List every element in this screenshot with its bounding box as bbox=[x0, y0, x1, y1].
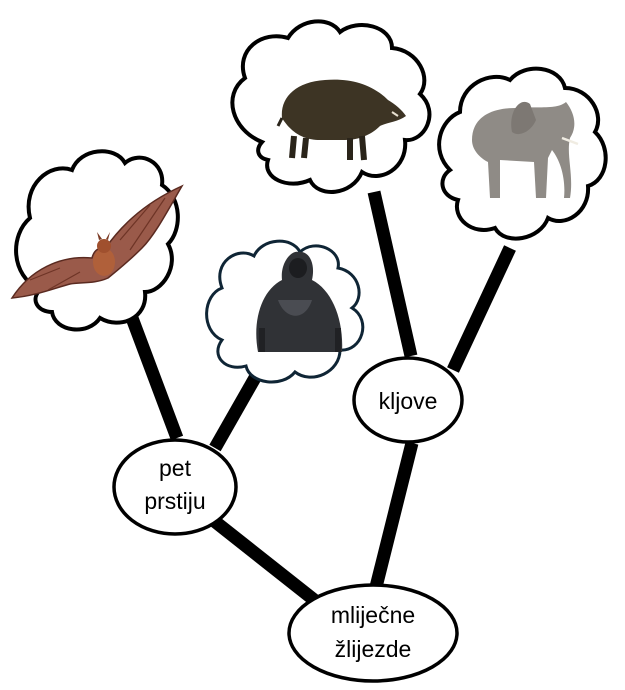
branches bbox=[125, 190, 516, 609]
elephant-cloud bbox=[437, 66, 608, 241]
node-pet-prstiju: pet prstiju bbox=[112, 438, 238, 536]
node-pet-prstiju-line2: prstiju bbox=[144, 488, 205, 514]
bat-cloud bbox=[10, 149, 184, 332]
branch-right-boar bbox=[367, 190, 418, 358]
branch-root-right bbox=[367, 441, 419, 597]
elephant-image bbox=[472, 101, 579, 198]
node-kljove: kljove bbox=[352, 356, 464, 444]
node-pet-prstiju-line1: pet bbox=[159, 455, 192, 481]
gorilla-cloud bbox=[205, 239, 365, 384]
boar-cloud bbox=[230, 19, 432, 194]
branch-root-left bbox=[208, 514, 323, 609]
node-kljove-label: kljove bbox=[379, 388, 438, 414]
node-root-line1: mliječne bbox=[331, 602, 415, 628]
branch-right-elephant bbox=[447, 245, 516, 373]
boar-image bbox=[276, 79, 406, 161]
branch-left-bat bbox=[125, 315, 184, 441]
gorilla-image bbox=[256, 251, 343, 352]
bat-image bbox=[10, 184, 184, 299]
node-root-line2: žlijezde bbox=[335, 636, 412, 662]
node-mlijecne-zlijezde: mliječne žlijezde bbox=[287, 583, 459, 683]
